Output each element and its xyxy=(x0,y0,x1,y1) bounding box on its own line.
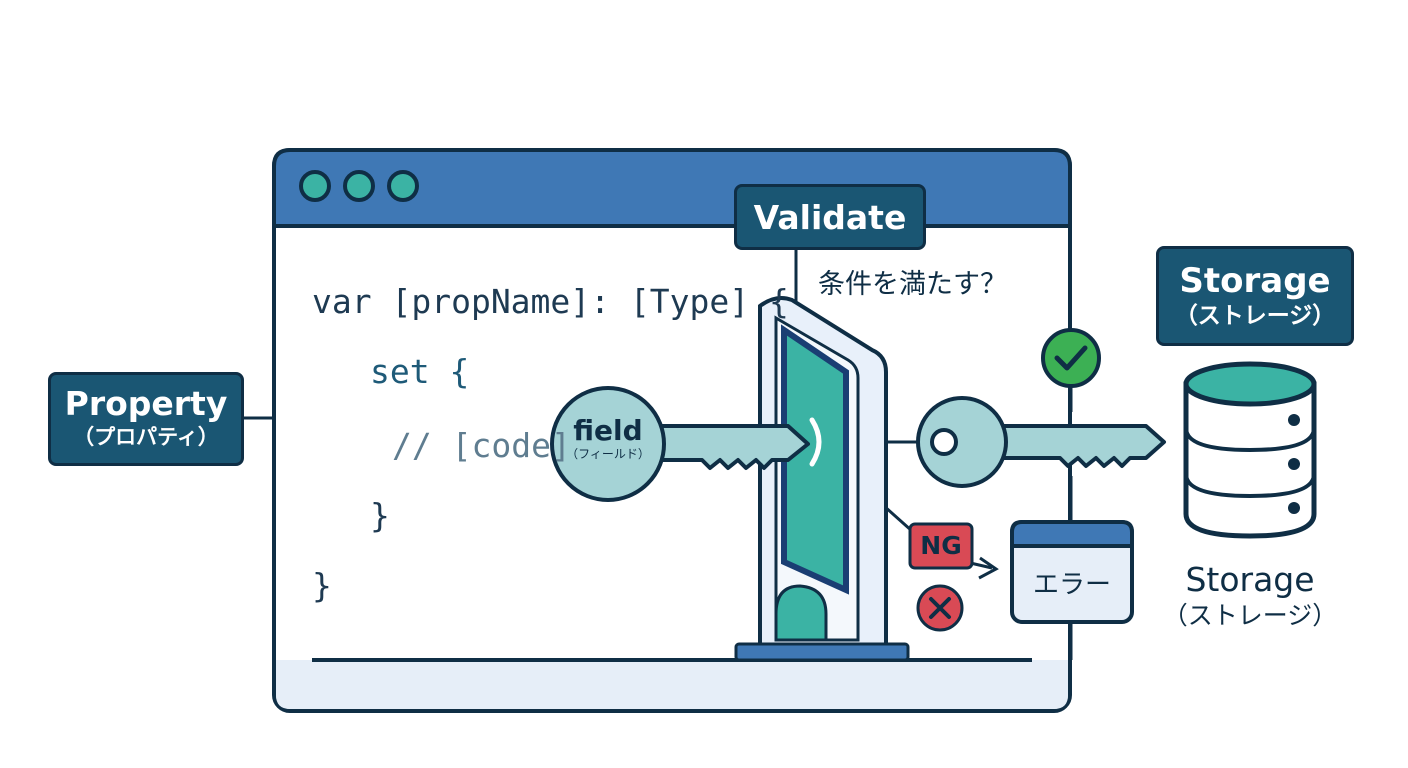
storage-title: Storage xyxy=(1179,261,1331,301)
field-title: field xyxy=(573,414,643,447)
ng-badge: NG xyxy=(920,531,962,560)
property-label: Property （プロパティ） xyxy=(48,372,244,466)
storage-caption: Storage （ストレージ） xyxy=(1148,560,1352,632)
validate-label: Validate xyxy=(734,184,926,250)
storage-caption-subtitle: （ストレージ） xyxy=(1162,601,1338,630)
validate-text: Validate xyxy=(753,198,907,237)
key-icon xyxy=(550,386,822,502)
database-icon xyxy=(1183,361,1317,539)
code-line-1: var [propName]: [Type] { xyxy=(312,282,789,321)
code-line-5: } xyxy=(312,566,332,605)
code-line-3: // [code] xyxy=(392,426,571,465)
ng-badge-bg xyxy=(908,522,974,570)
property-subtitle: （プロパティ） xyxy=(73,425,219,449)
field-subtitle: （フィールド） xyxy=(566,447,650,461)
error-text: エラー xyxy=(1032,570,1111,600)
storage-caption-title: Storage xyxy=(1185,560,1315,599)
check-icon xyxy=(1041,328,1101,388)
error-dialog xyxy=(1010,520,1134,624)
gate-icon xyxy=(734,296,910,662)
condition-text: 条件を満たす？ xyxy=(818,269,1007,300)
storage-subtitle: （ストレージ） xyxy=(1174,303,1336,329)
property-title: Property xyxy=(64,384,228,423)
code-keyword: var xyxy=(312,282,372,321)
cross-icon xyxy=(916,584,964,632)
window-dots-icon xyxy=(299,170,419,202)
storage-label: Storage （ストレージ） xyxy=(1156,246,1354,346)
code-line-2: set { xyxy=(370,352,470,391)
key-icon xyxy=(916,396,1166,488)
code-line-4: } xyxy=(370,496,390,535)
field-label: field （フィールド） xyxy=(556,416,660,462)
code-declaration: [propName]: [Type] { xyxy=(371,282,789,321)
